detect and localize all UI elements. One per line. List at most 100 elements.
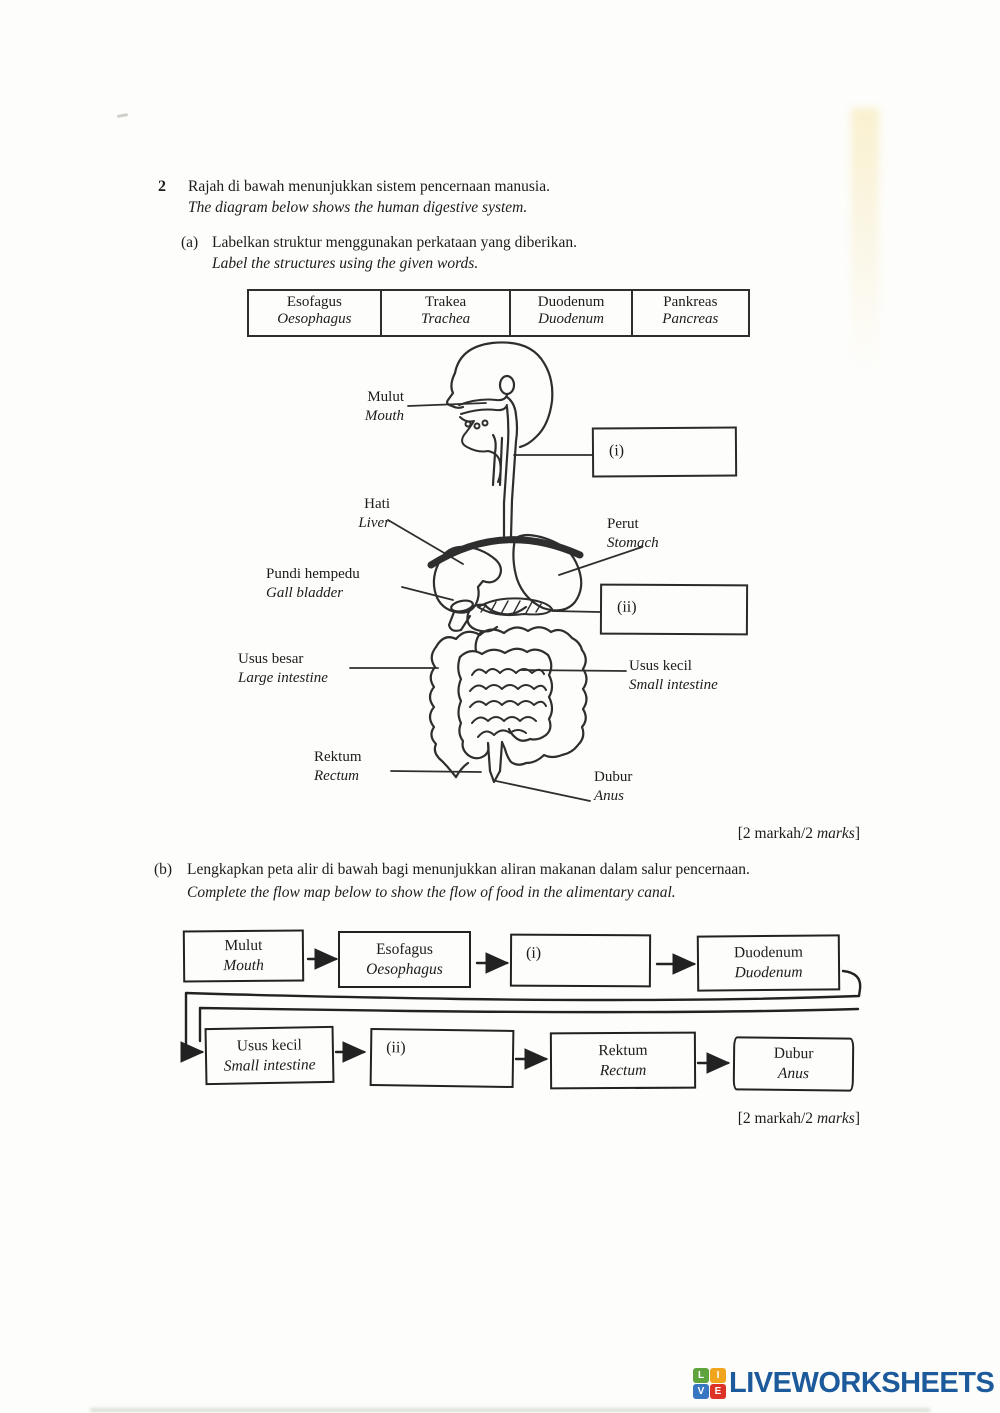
flow-box-esofagus: Esofagus Oesophagus xyxy=(338,931,471,988)
part-a-instruction-english: Label the structures using the given wor… xyxy=(212,255,479,272)
wrap-connector-outer xyxy=(186,971,860,1046)
part-b-marks: [2 markah/2 marks] xyxy=(638,1110,860,1128)
marks-text-italic: marks xyxy=(816,1110,855,1127)
marks-text: ] xyxy=(854,1110,860,1127)
flow-box-malay: Mulut xyxy=(224,936,263,955)
label-english: Large intestine xyxy=(238,670,328,686)
flow-blank-box-i[interactable]: (i) xyxy=(509,933,652,988)
rectum xyxy=(488,743,502,782)
label-english: Small intestine xyxy=(629,677,718,693)
word-english: Trachea xyxy=(421,311,471,327)
part-b-label: (b) xyxy=(154,861,173,878)
flow-box-mulut: Mulut Mouth xyxy=(182,929,305,983)
word-english: Pancreas xyxy=(662,311,719,327)
duodenum-to-jejunum xyxy=(476,631,482,651)
pundi-leader-line xyxy=(402,587,453,600)
leader-lines xyxy=(350,403,642,801)
part-b-instruction-malay: Lengkapkan peta alir di bawah bagi menun… xyxy=(187,861,750,878)
logo-square-i: I xyxy=(710,1368,726,1383)
flow-blank-box-ii[interactable]: (ii) xyxy=(369,1027,515,1089)
part-a-label: (a) xyxy=(181,234,199,251)
logo-square-l: L xyxy=(693,1368,709,1383)
flow-box-malay: Rektum xyxy=(598,1041,648,1059)
wrap-connector-inner xyxy=(200,1008,858,1041)
label-rektum: Rektum Rectum xyxy=(314,748,362,786)
digestive-system-diagram xyxy=(230,335,770,815)
logo-square-e: E xyxy=(710,1384,726,1399)
pancreas xyxy=(478,598,552,615)
marks-text: [2 markah/2 xyxy=(737,825,817,842)
label-hati: Hati Liver xyxy=(316,495,390,533)
large-intestine xyxy=(430,627,587,777)
word-malay: Duodenum xyxy=(537,294,605,310)
liver xyxy=(434,547,501,631)
question-intro-malay: Rajah di bawah menunjukkan sistem pencer… xyxy=(188,178,550,195)
word-bank-cell: Trakea Trachea xyxy=(379,291,510,335)
page-edge-smudge xyxy=(90,1408,930,1412)
word-bank-cell: Pankreas Pancreas xyxy=(630,291,748,335)
word-malay: Trakea xyxy=(425,294,467,310)
marks-text: [2 markah/2 xyxy=(737,1110,817,1127)
label-malay: Mulut xyxy=(367,389,404,405)
flow-box-malay: Dubur xyxy=(773,1044,814,1063)
perut-leader-line xyxy=(559,547,642,575)
gall-bladder xyxy=(450,599,474,613)
label-english: Liver xyxy=(358,515,390,531)
hati-leader-line xyxy=(388,520,463,564)
mulut-leader-line xyxy=(408,403,486,406)
flow-box-english: Mouth xyxy=(223,956,264,975)
word-malay: Pankreas xyxy=(663,294,718,310)
flow-box-english: Oesophagus xyxy=(366,960,443,978)
liveworksheets-footer: L I V E LIVEWORKSHEETS xyxy=(693,1367,995,1400)
word-malay: Esofagus xyxy=(286,294,342,310)
flow-box-malay: Duodenum xyxy=(733,943,803,962)
label-malay: Hati xyxy=(364,496,390,512)
label-malay: Pundi hempedu xyxy=(266,566,360,582)
label-english: Gall bladder xyxy=(266,585,344,601)
label-dubur: Dubur Anus xyxy=(594,768,632,806)
label-malay: Dubur xyxy=(594,769,633,785)
flow-box-duodenum: Duodenum Duodenum xyxy=(696,934,841,992)
label-mulut: Mulut Mouth xyxy=(298,388,404,426)
usus-kecil-leader-line xyxy=(520,670,626,671)
flow-box-usus-kecil: Usus kecil Small intestine xyxy=(204,1025,335,1086)
label-english: Rectum xyxy=(314,768,359,784)
esophagus xyxy=(504,397,517,537)
answer-box-i[interactable]: (i) xyxy=(591,426,738,478)
answer-box-ii[interactable]: (ii) xyxy=(599,583,749,636)
scan-highlight-artifact xyxy=(851,108,879,373)
label-perut: Perut Stomach xyxy=(607,515,659,553)
trachea xyxy=(493,435,502,485)
small-intestine xyxy=(470,669,546,737)
flow-box-english: Small intestine xyxy=(223,1055,316,1075)
label-pundi-hempedu: Pundi hempedu Gall bladder xyxy=(266,565,360,603)
pencil-dash-artifact xyxy=(116,113,129,118)
rektum-leader-line xyxy=(391,771,481,772)
part-a-marks: [2 markah/2 marks] xyxy=(640,825,860,843)
marks-text: ] xyxy=(854,825,860,842)
dubur-leader-line xyxy=(496,781,590,801)
duodenum-loop xyxy=(467,605,497,632)
part-a-instruction-malay: Labelkan struktur menggunakan perkataan … xyxy=(212,234,577,251)
label-malay: Usus kecil xyxy=(629,658,692,674)
flow-box-english: Anus xyxy=(777,1064,809,1083)
label-malay: Usus besar xyxy=(238,651,304,667)
part-b-instruction-english: Complete the flow map below to show the … xyxy=(187,884,676,901)
flow-box-rektum: Rektum Rectum xyxy=(549,1031,697,1090)
flow-box-dubur: Dubur Anus xyxy=(732,1036,855,1092)
flow-box-english: Duodenum xyxy=(734,963,803,982)
flow-map-connectors xyxy=(180,948,880,1074)
flow-box-malay: Esofagus xyxy=(376,940,433,958)
label-english: Stomach xyxy=(607,535,659,551)
answer-ii-leader-line xyxy=(552,611,600,612)
logo-square-v: V xyxy=(693,1384,709,1399)
label-usus-kecil: Usus kecil Small intestine xyxy=(629,657,718,695)
liveworksheets-logo-icon: L I V E xyxy=(693,1368,726,1399)
word-bank-cell: Duodenum Duodenum xyxy=(509,291,630,335)
marks-text-italic: marks xyxy=(816,825,855,842)
label-malay: Perut xyxy=(607,516,639,532)
label-english: Anus xyxy=(594,788,624,804)
label-malay: Rektum xyxy=(314,749,362,765)
label-usus-besar: Usus besar Large intestine xyxy=(238,650,328,688)
